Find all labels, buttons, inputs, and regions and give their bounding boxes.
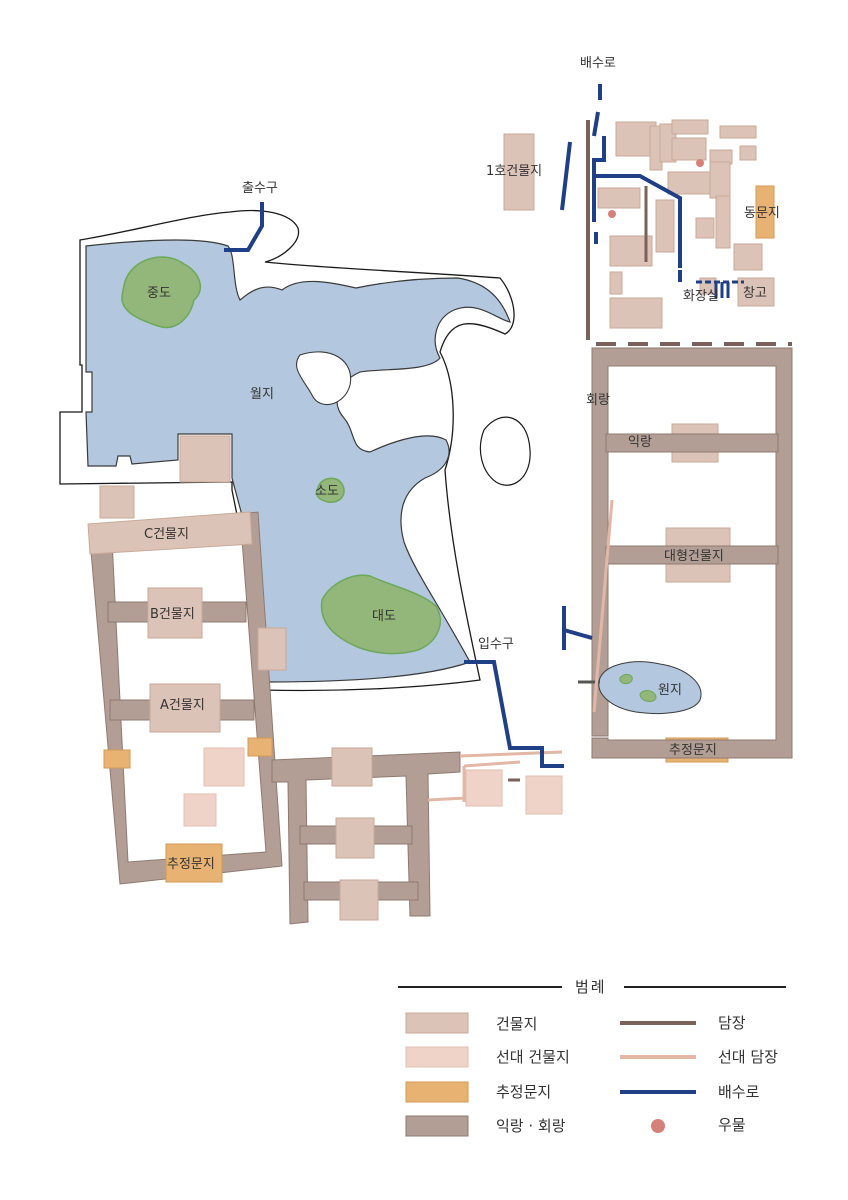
label-middle-island: 중도 <box>147 286 171 301</box>
legend-label-drain: 배수로 <box>718 1083 760 1101</box>
label-drain-top: 배수로 <box>580 56 616 71</box>
legend-swatch-well <box>651 1119 665 1133</box>
label-building-a: A건물지 <box>160 698 205 713</box>
legend-label-prior-building: 선대 건물지 <box>496 1048 570 1066</box>
well-marker <box>608 210 616 218</box>
legend-label-gate: 추정문지 <box>496 1083 551 1101</box>
drains <box>224 84 744 768</box>
legend-label-prior-wall: 선대 담장 <box>718 1048 778 1066</box>
island-middle <box>121 256 202 329</box>
legend-label-building: 건물지 <box>496 1015 537 1033</box>
legend-swatch-gate <box>405 1081 469 1103</box>
pond-peninsula <box>295 351 352 405</box>
label-presumed-gate-east: 추정문지 <box>669 743 717 758</box>
label-pond: 월지 <box>250 387 274 402</box>
label-east-gate: 동문지 <box>744 206 780 221</box>
well-marker <box>696 159 704 167</box>
label-corridor: 회랑 <box>586 393 610 408</box>
legend-swatch-prior-building <box>405 1046 469 1068</box>
label-large-island: 대도 <box>372 609 396 624</box>
label-presumed-gate-west: 추정문지 <box>167 857 215 872</box>
label-wing-corridor: 익랑 <box>628 435 652 450</box>
label-building-b: B건물지 <box>150 607 195 622</box>
island-small <box>315 477 345 503</box>
garden-pond-island-a <box>619 673 633 685</box>
label-small-island: 소도 <box>315 484 339 499</box>
legend-label-wall: 담장 <box>718 1014 746 1032</box>
label-large-building: 대형건물지 <box>664 549 724 564</box>
label-warehouse: 창고 <box>743 286 767 301</box>
label-inlet: 입수구 <box>478 637 514 652</box>
map-labels: 배수로 출수구 1호건물지 동문지 화장실 창고 중도 월지 회랑 익랑 소도 … <box>144 56 780 872</box>
legend: 범례 건물지 담장 선대 건물지 선대 담장 추정문지 배수로 익랑 · 회랑 … <box>398 978 786 1137</box>
label-building-c: C건물지 <box>144 527 189 542</box>
legend-title: 범례 <box>575 978 607 996</box>
label-building-1: 1호건물지 <box>486 164 542 179</box>
island-large <box>320 574 441 655</box>
prior-walls <box>427 499 614 802</box>
legend-swatch-corridor <box>405 1115 469 1137</box>
garden-pond-island-b <box>639 690 657 702</box>
wells <box>608 159 704 218</box>
label-toilet: 화장실 <box>683 289 719 304</box>
garden-pond <box>598 661 702 714</box>
walls <box>508 120 792 782</box>
legend-label-well: 우물 <box>718 1116 746 1134</box>
label-outlet: 출수구 <box>242 181 278 196</box>
label-garden-pond: 원지 <box>658 683 682 698</box>
east-corridor <box>591 347 793 759</box>
prior-buildings <box>183 747 563 827</box>
legend-label-corridor: 익랑 · 회랑 <box>496 1117 566 1135</box>
pond-side-island-outline <box>479 416 531 486</box>
legend-swatch-building <box>405 1012 469 1034</box>
